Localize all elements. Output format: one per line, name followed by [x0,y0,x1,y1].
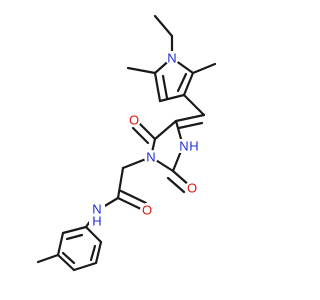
bond-methyl-c5 [126,66,157,75]
bond-aryl-2-3-double [89,244,97,262]
svg-text:N: N [92,202,101,217]
bond-ethyl-ch3 [153,14,174,38]
svg-text:N: N [167,51,176,66]
bond-pyrrole-c3-c2 [182,71,195,97]
bond-aryl-6-1 [61,225,88,235]
svg-text:N: N [146,150,155,165]
atom-ring-nh: N H [176,139,199,154]
bond-c5-o [137,121,157,141]
svg-text:H: H [189,139,198,154]
svg-text:O: O [129,113,139,128]
bond-aryl-methyl [36,253,60,264]
bond-aryl-2-3 [94,240,103,265]
bond-methine-c4-imid-double [177,121,204,130]
bond-ch2-amide-c [116,166,125,200]
svg-text:N: N [179,139,188,154]
structure-drawing: N N H N O O O N H [36,14,217,272]
atom-imide-n: N [144,150,158,165]
bond-c3-methine [182,93,206,117]
bond-aryl-4-5 [56,253,76,272]
bond-c2-o-double [166,176,186,194]
bond-amide-c-o-double [119,189,148,205]
svg-text:O: O [187,181,197,196]
atom-pyrrole-n: N [165,51,179,66]
bond-pyrrole-c4-c3 [158,93,186,103]
bond-aryl-1-2 [84,225,103,244]
bond-c5-o-double [131,126,150,145]
bond-pyrrole-c5-c4-double [161,74,169,100]
atom-carbonyl-o-ring: O [185,181,199,196]
bond-methine-c4-imid [174,113,206,123]
atom-carbonyl-o-top: O [127,113,141,128]
bond-aryl-4-5-double [61,251,76,265]
atom-amide-nh: N H [89,202,105,229]
bond-aryl-3-4 [72,261,98,272]
molecule-diagram: N N H N O O O N H [36,14,217,272]
bond-imid-c4-c5 [153,119,178,141]
svg-text:O: O [142,203,152,218]
atom-carbonyl-o-amide: O [140,203,154,218]
bond-methyl-c2 [191,62,217,75]
bond-aryl-5-6 [56,231,65,257]
svg-text:H: H [92,214,101,229]
bond-pyrrole-c5-c4 [153,71,162,103]
bond-pyrrole-c3-c2-double [176,72,188,93]
bond-aryl-6-1-double [65,233,84,241]
bond-amide-c-o [116,196,145,212]
